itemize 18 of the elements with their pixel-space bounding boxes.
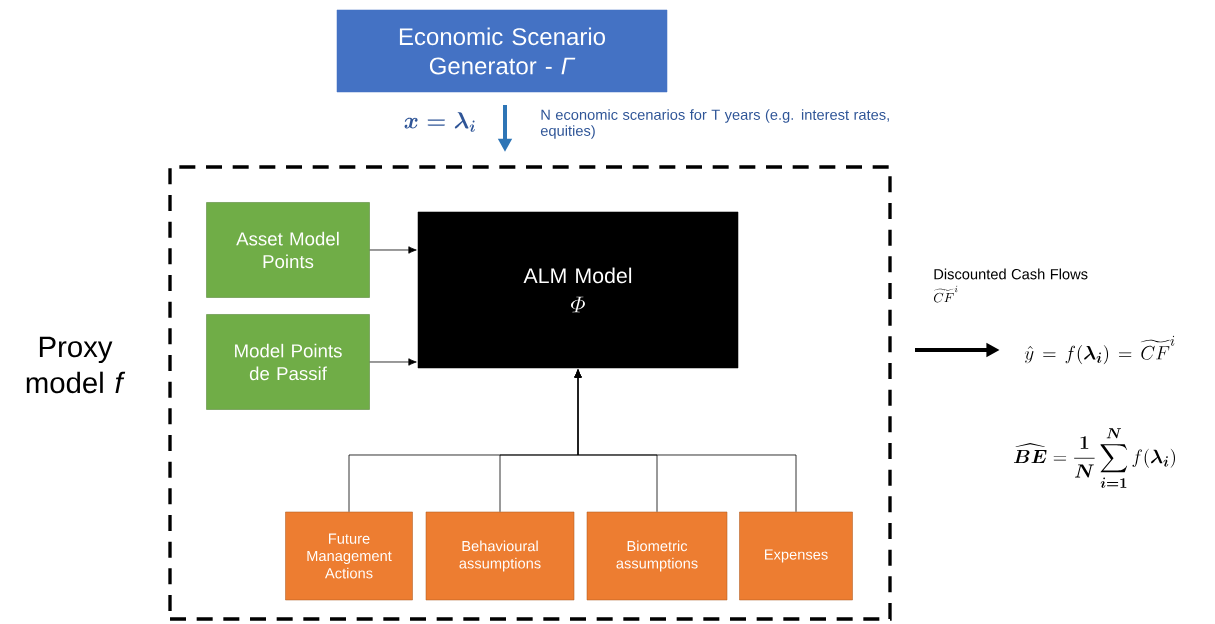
node-label: Proxy model f — [26, 336, 126, 394]
assumption-box: Future Management Actions — [285, 511, 413, 601]
generator-box: Economic Scenario Generator - Γ — [336, 9, 668, 93]
arrow — [369, 246, 417, 254]
caption-formula: $\widetilde{CF}^i$ — [933, 285, 958, 303]
edge-label: $\boldsymbol{x = \lambda_i}$ — [404, 112, 475, 132]
model-points-box: Model Points de Passif — [206, 314, 370, 410]
alm-model-box: ALM Model $\varPhi$ — [417, 211, 739, 369]
output-formula: $\hat{y} = f(\boldsymbol{\lambda_i}) = \widetilde{CF}^i$ — [1024, 335, 1175, 365]
estimate-formula: $\widehat{\boldsymbol{BE}} = \boldsymbol{\frac{1}{N}} \sum_{\boldsymbol{i=1}}^{\boldsymbol{N}} f(\boldsymbol{\lambda_i})$ — [1013, 428, 1175, 488]
note-text: N economic scenarios for T years (e.g. interest rates, equities) — [540, 109, 889, 139]
assumption-box: Expenses — [739, 511, 853, 601]
assumption-box: Behavioural assumptions — [425, 511, 575, 601]
arrow — [574, 369, 797, 513]
arrow — [369, 358, 417, 366]
model-points-box: Asset Model Points — [206, 202, 370, 298]
caption-text: Discounted Cash Flows — [934, 268, 1088, 280]
assumption-box: Biometric assumptions — [586, 511, 728, 601]
